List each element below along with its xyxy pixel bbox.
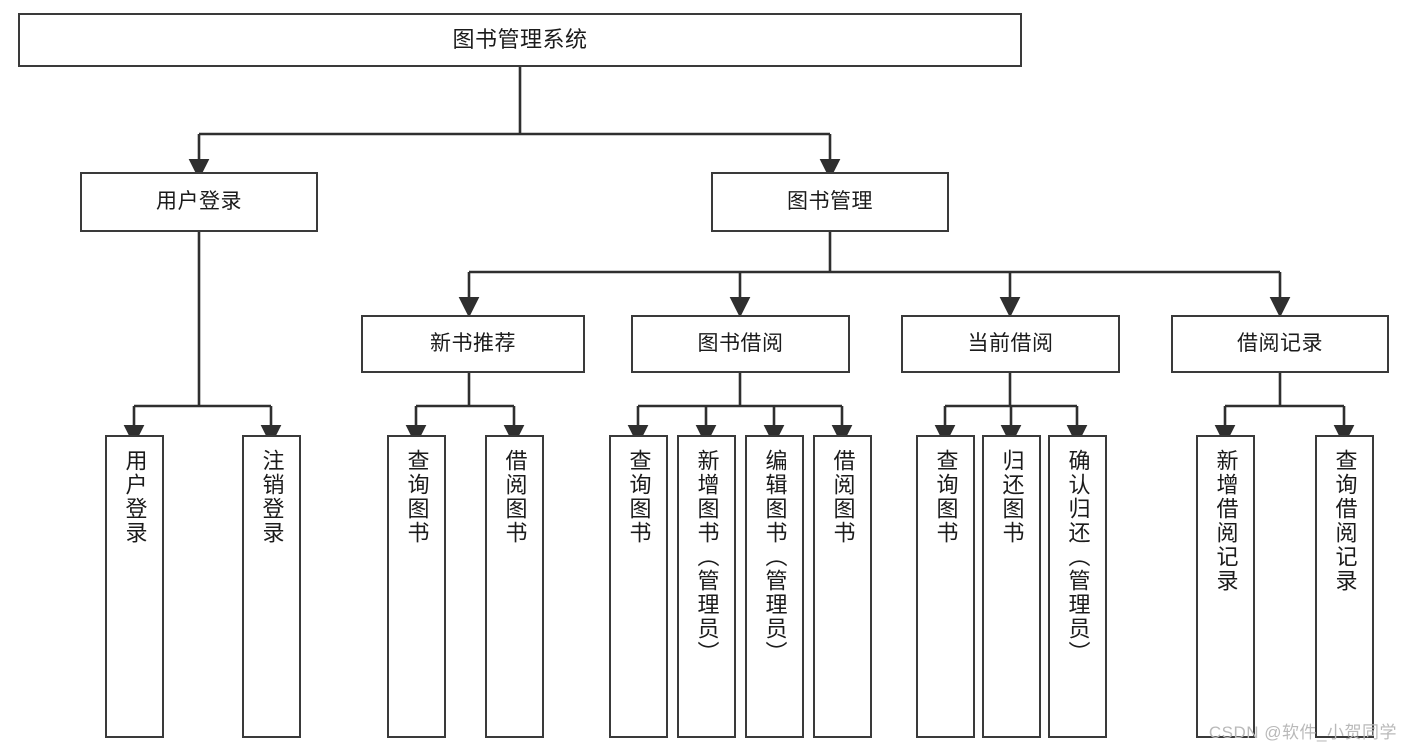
node-leaf-return-book[interactable]: 归还图书 <box>982 435 1041 738</box>
node-leaf-user-login-label: 用户登录 <box>122 449 148 545</box>
node-user-login[interactable]: 用户登录 <box>80 172 318 232</box>
node-leaf-return-book-label: 归还图书 <box>999 449 1025 545</box>
node-book-borrow[interactable]: 图书借阅 <box>631 315 850 373</box>
node-leaf-borrow-book-2-label: 借阅图书 <box>830 449 856 545</box>
node-book-manage-label: 图书管理 <box>787 190 873 214</box>
node-book-manage[interactable]: 图书管理 <box>711 172 949 232</box>
node-root-label: 图书管理系统 <box>452 26 588 52</box>
node-current-borrow[interactable]: 当前借阅 <box>901 315 1120 373</box>
node-leaf-add-record-label: 新增借阅记录 <box>1213 449 1239 593</box>
node-user-login-label: 用户登录 <box>156 190 242 214</box>
node-leaf-query-book-2-label: 查询图书 <box>626 449 652 545</box>
node-borrow-record-label: 借阅记录 <box>1237 332 1323 356</box>
node-book-borrow-label: 图书借阅 <box>697 332 784 356</box>
node-leaf-query-book-1[interactable]: 查询图书 <box>387 435 446 738</box>
node-root[interactable]: 图书管理系统 <box>18 13 1022 67</box>
node-leaf-edit-book[interactable]: 编辑图书（管理员） <box>745 435 804 738</box>
node-leaf-query-book-3[interactable]: 查询图书 <box>916 435 975 738</box>
watermark: CSDN @软件_小贺同学 <box>1208 723 1397 742</box>
node-leaf-edit-book-label: 编辑图书（管理员） <box>762 449 788 665</box>
node-leaf-add-record[interactable]: 新增借阅记录 <box>1196 435 1255 738</box>
node-borrow-record[interactable]: 借阅记录 <box>1171 315 1389 373</box>
node-leaf-logout-login[interactable]: 注销登录 <box>242 435 301 738</box>
node-leaf-query-book-1-label: 查询图书 <box>404 449 430 545</box>
node-new-book-recommend[interactable]: 新书推荐 <box>361 315 585 373</box>
node-leaf-query-record-label: 查询借阅记录 <box>1332 449 1358 593</box>
node-current-borrow-label: 当前借阅 <box>967 332 1054 356</box>
node-leaf-query-record[interactable]: 查询借阅记录 <box>1315 435 1374 738</box>
node-leaf-borrow-book-1[interactable]: 借阅图书 <box>485 435 544 738</box>
node-leaf-add-book-label: 新增图书（管理员） <box>694 449 720 665</box>
node-leaf-confirm-return-label: 确认归还（管理员） <box>1065 449 1091 665</box>
node-leaf-confirm-return[interactable]: 确认归还（管理员） <box>1048 435 1107 738</box>
node-leaf-add-book[interactable]: 新增图书（管理员） <box>677 435 736 738</box>
node-leaf-query-book-2[interactable]: 查询图书 <box>609 435 668 738</box>
node-leaf-borrow-book-2[interactable]: 借阅图书 <box>813 435 872 738</box>
node-leaf-user-login[interactable]: 用户登录 <box>105 435 164 738</box>
node-new-book-recommend-label: 新书推荐 <box>430 332 516 356</box>
node-leaf-borrow-book-1-label: 借阅图书 <box>502 449 528 545</box>
node-leaf-logout-login-label: 注销登录 <box>259 449 285 545</box>
node-leaf-query-book-3-label: 查询图书 <box>933 449 959 545</box>
